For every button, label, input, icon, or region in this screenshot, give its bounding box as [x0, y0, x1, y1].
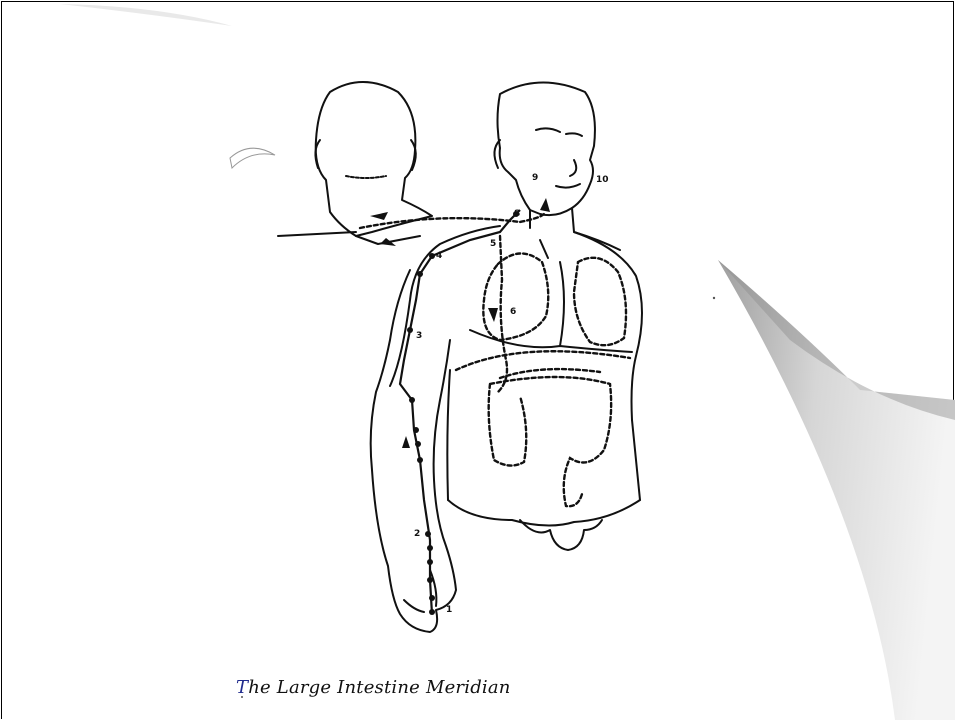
right-lung — [574, 258, 626, 345]
page-curl — [718, 260, 955, 720]
acupoint — [429, 595, 435, 601]
arrow — [370, 212, 388, 220]
arrow — [488, 308, 498, 322]
colon — [489, 377, 611, 506]
front-head — [498, 82, 595, 215]
point-label-1: 1 — [446, 605, 452, 615]
point-label-4: 4 — [436, 251, 442, 261]
acupoint — [417, 457, 423, 463]
acupoint — [427, 559, 433, 565]
point-label-8: 8 — [514, 209, 520, 219]
arrow — [540, 198, 550, 212]
acupoint — [427, 545, 433, 551]
acupoint — [407, 327, 413, 333]
acupoint — [427, 577, 433, 583]
acupoint — [425, 531, 431, 537]
caption-initial: T — [236, 677, 248, 698]
left-lung — [483, 253, 548, 340]
arrow — [402, 436, 410, 448]
point-label-9: 9 — [532, 173, 538, 183]
point-label-2: 2 — [414, 529, 420, 539]
acupoint — [429, 609, 435, 615]
top-curl — [60, 4, 232, 26]
acupoint — [413, 427, 419, 433]
point-label-10: 10 — [596, 175, 609, 185]
acupoint — [417, 271, 423, 277]
small-curl — [230, 148, 275, 168]
diagram-caption: The Large Intestine Meridian — [236, 677, 511, 698]
arm — [371, 270, 456, 632]
point-label-6: 6 — [510, 307, 516, 317]
acupoint — [429, 253, 435, 259]
point-label-3: 3 — [416, 331, 422, 341]
point-label-5: 5 — [490, 239, 496, 249]
caption-text: he Large Intestine Meridian — [248, 677, 510, 698]
acupoint — [415, 441, 421, 447]
diaphragm — [456, 351, 630, 370]
acupoint — [409, 397, 415, 403]
